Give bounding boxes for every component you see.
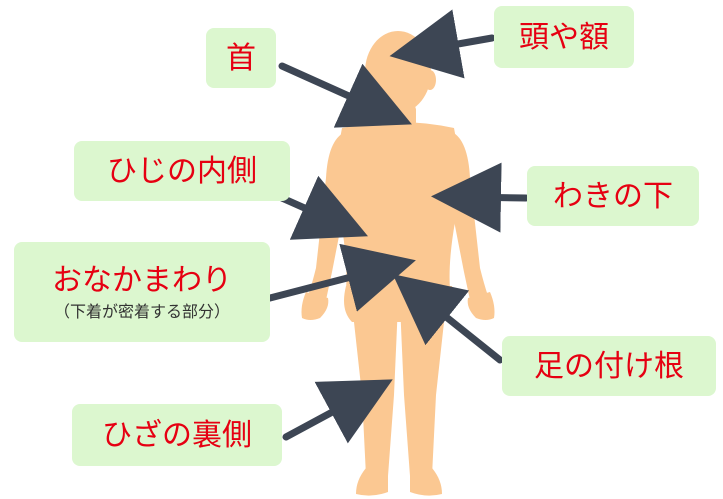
arrow-elbow — [278, 175, 368, 240]
left-foot — [356, 468, 388, 496]
arrow-knee — [282, 379, 393, 444]
label-elbow-text: ひじの内側 — [107, 153, 257, 189]
right-leg — [400, 304, 446, 476]
right-ear — [424, 70, 436, 90]
label-waist: おなかまわり （下着が密着する部分） — [14, 242, 270, 342]
label-waist-note: （下着が密着する部分） — [53, 301, 230, 321]
human-silhouette — [301, 31, 495, 496]
arrow-groin — [392, 274, 504, 364]
arrow-armpit — [431, 162, 530, 233]
label-neck-text: 首 — [226, 40, 256, 76]
left-ear — [360, 70, 372, 90]
label-waist-text: おなかまわり — [52, 262, 232, 298]
label-neck: 首 — [206, 28, 276, 88]
label-knee-text: ひざの裏側 — [102, 417, 252, 453]
right-hand — [467, 292, 495, 320]
right-arm — [448, 132, 488, 300]
right-foot — [410, 468, 442, 496]
label-head-text: 頭や額 — [519, 19, 609, 55]
arrow-waist — [266, 243, 416, 312]
arrow-head — [389, 9, 496, 79]
label-head: 頭や額 — [494, 6, 634, 68]
label-elbow: ひじの内側 — [74, 141, 290, 201]
label-groin-text: 足の付け根 — [534, 348, 684, 384]
label-armpit-text: わきの下 — [553, 178, 673, 214]
left-leg — [352, 304, 398, 476]
label-groin: 足の付け根 — [502, 336, 716, 396]
pointer-arrows — [266, 9, 530, 444]
left-hand — [301, 292, 329, 320]
label-armpit: わきの下 — [527, 166, 699, 226]
arrow-neck — [278, 62, 412, 128]
torso-shape — [337, 122, 459, 290]
head-shape — [365, 31, 431, 113]
label-knee: ひざの裏側 — [72, 404, 282, 466]
